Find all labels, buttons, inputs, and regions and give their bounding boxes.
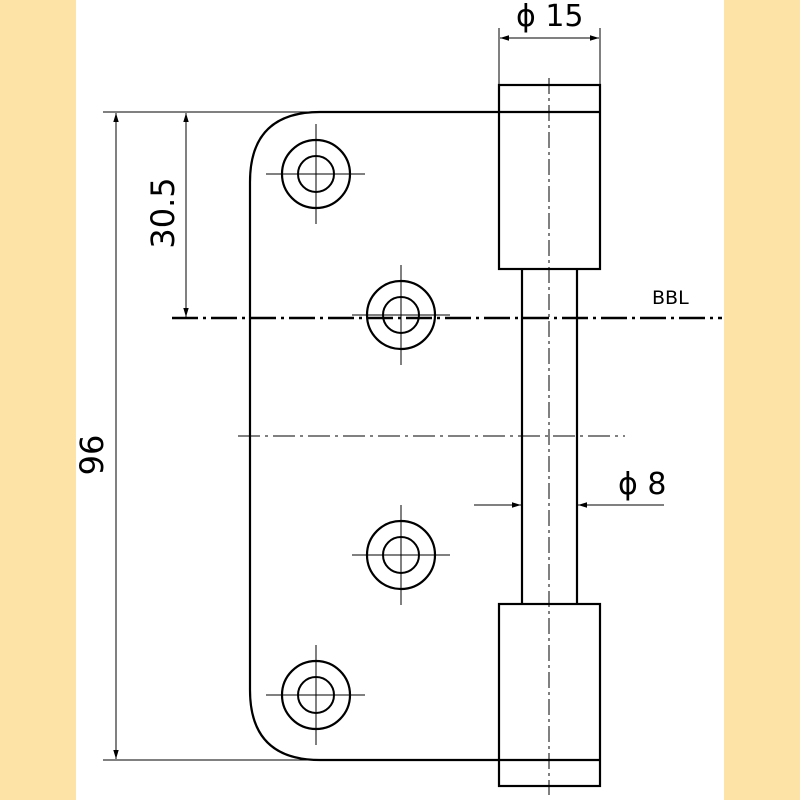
screw-hole-3 [352, 505, 450, 605]
screw-hole-1 [266, 124, 365, 224]
screw-hole-2 [352, 265, 450, 365]
hinge-leaf-plate [248, 110, 500, 762]
screw-hole-4 [266, 645, 365, 745]
label-height-30-5: 30.5 [144, 177, 182, 248]
right-margin-panel [724, 0, 800, 800]
label-bbl: BBL [652, 287, 689, 309]
label-diameter-15: ϕ 15 [516, 0, 584, 34]
label-height-96: 96 [73, 435, 111, 476]
label-diameter-8: ϕ 8 [618, 467, 666, 502]
left-margin-panel [0, 0, 76, 800]
